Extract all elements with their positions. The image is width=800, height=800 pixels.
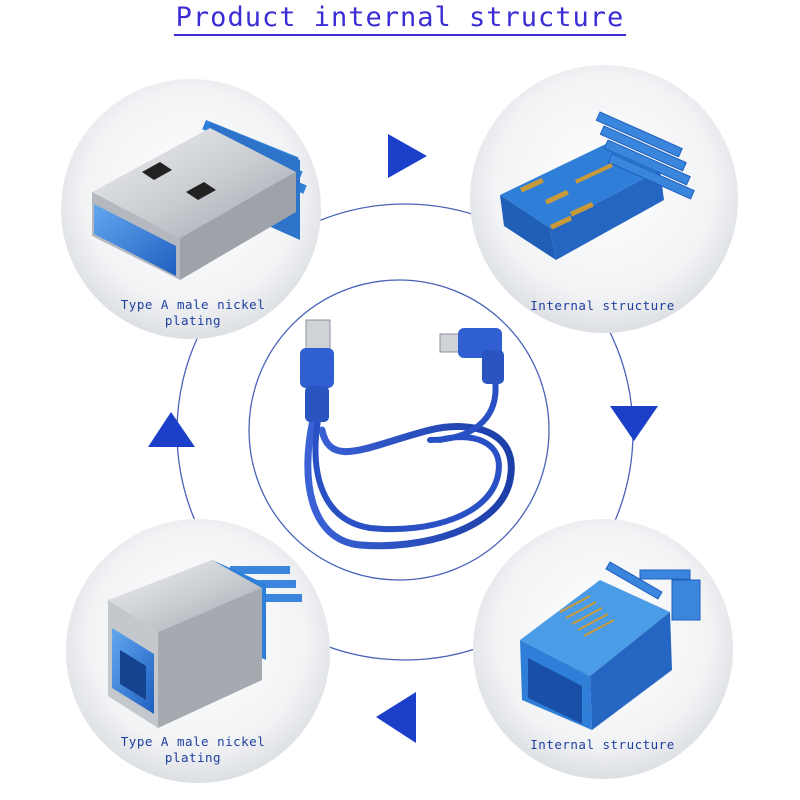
page-title-text: Product internal structure <box>173 2 627 36</box>
cycle-arrow-icon-right <box>610 406 658 441</box>
cycle-arrow-icon-top <box>388 134 427 178</box>
usb-a-internal-image <box>500 111 695 260</box>
cycle-arrow-icon-bottom <box>376 692 416 743</box>
caption-top-left: Type A male nickel plating <box>120 297 266 328</box>
caption-bottom-left: Type A male nickel plating <box>120 734 266 765</box>
caption-top-right: Internal structure <box>530 298 675 313</box>
usb-cable-image <box>300 319 515 550</box>
center-circle <box>248 279 550 581</box>
usb-b-connector-image <box>108 560 302 728</box>
usb-a-connector-image <box>92 119 307 280</box>
usb-b-internal-image <box>520 561 701 730</box>
caption-bottom-right: Internal structure <box>530 737 675 752</box>
page-title: Product internal structure <box>0 2 800 36</box>
cycle-arrow-icon-left <box>148 412 195 447</box>
